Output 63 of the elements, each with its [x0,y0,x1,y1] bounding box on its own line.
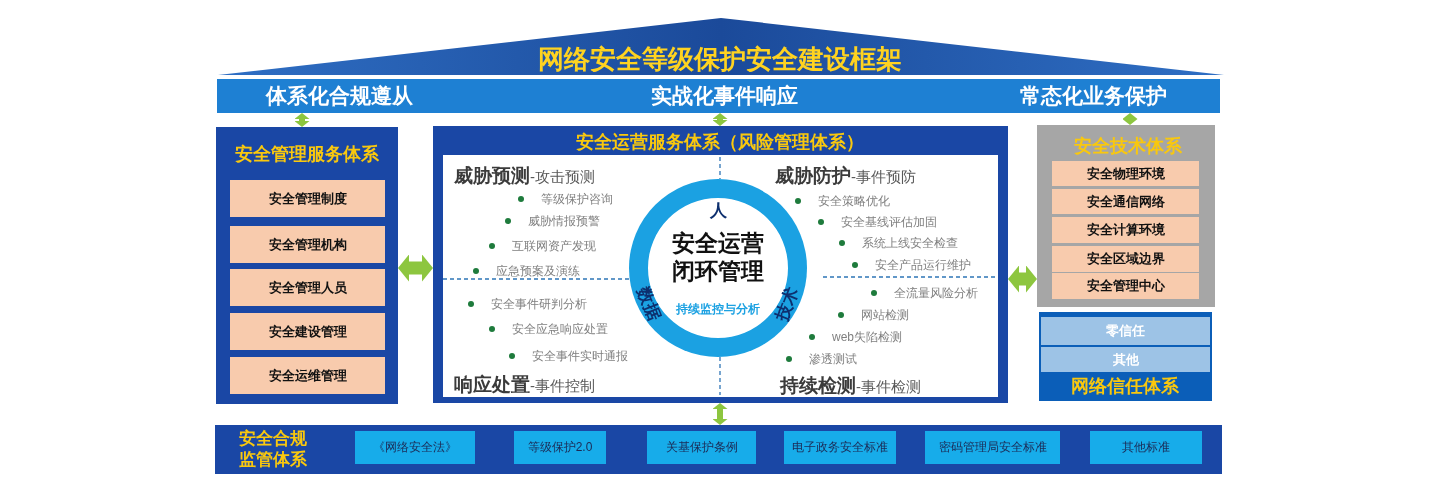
panel-title: 安全管理服务体系 [235,144,379,166]
standard-box: 《网络安全法》 [355,431,475,464]
standard-box: 电子政务安全标准 [784,431,896,464]
system-panel [216,127,398,404]
double-arrow [1122,113,1138,125]
bullet-text: 全流量风险分析 [894,285,978,301]
bullet-text: 渗透测试 [809,351,857,367]
double-arrow [294,113,310,127]
standard-box: 密码管理局安全标准 [925,431,1060,464]
item-box: 安全管理制度 [230,180,385,217]
bullet-text: 安全事件研判分析 [491,296,587,312]
ring-label: 技术 [772,284,804,324]
double-arrow [1008,265,1037,293]
item-box: 安全管理中心 [1052,273,1199,299]
panel-title: 网络信任体系 [1071,376,1179,398]
heading-band: 常态化业务保护 [986,79,1220,113]
bullet-text: 安全产品运行维护 [875,257,971,273]
double-arrow [712,113,728,126]
heading-band: 实战化事件响应 [462,79,986,113]
bullet-text: 互联网资产发现 [512,238,596,254]
item-box: 安全管理人员 [230,269,385,306]
bullet-text: 安全事件实时通报 [532,348,628,364]
bullet-text: 系统上线安全检查 [862,235,958,251]
item-box: 其他 [1041,347,1210,372]
bullet-text: 应急预案及演练 [496,263,580,279]
item-box: 安全计算环境 [1052,217,1199,243]
banner-title: 网络安全等级保护安全建设框架 [538,44,902,76]
item-box: 安全物理环境 [1052,161,1199,186]
bullet-text: 威胁情报预警 [528,213,600,229]
system-panel [1037,125,1215,307]
bullet-text: 安全应急响应处置 [512,321,608,337]
ring-label: 人 [709,200,727,222]
item-box: 零信任 [1041,317,1210,345]
item-box: 安全建设管理 [230,313,385,350]
bullet-text: 安全策略优化 [818,193,890,209]
system-panel [433,126,1008,403]
ring-title: 安全运营闭环管理 [671,229,765,285]
item-box: 安全通信网络 [1052,189,1199,214]
bullet-text: 等级保护咨询 [541,191,613,207]
double-arrow [398,254,433,282]
standard-box: 其他标准 [1090,431,1202,464]
heading-band: 体系化合规遵从 [217,79,462,113]
item-box: 安全运维管理 [230,357,385,394]
item-box: 安全区域边界 [1052,246,1199,272]
double-arrow [712,403,728,425]
ring-subtitle: 持续监控与分析 [676,301,760,317]
content-panel [443,155,998,397]
bullet-text: 网站检测 [861,307,909,323]
standard-box: 等级保护2.0 [514,431,606,464]
quadrant-heading: 威胁预测-攻击预测 [454,164,595,188]
quadrant-heading: 威胁防护-事件预防 [775,164,916,188]
ring-label: 数据 [632,284,664,324]
system-panel [1039,312,1212,401]
quadrant-heading: 持续检测-事件检测 [780,374,921,398]
panel-title: 安全技术体系 [1074,136,1182,158]
standard-box: 关基保护条例 [647,431,756,464]
compliance-band [215,425,1222,474]
panel-title: 安全运营服务体系（风险管理体系） [576,132,864,154]
bullet-text: 安全基线评估加固 [841,214,937,230]
item-box: 安全管理机构 [230,226,385,263]
quadrant-heading: 响应处置-事件控制 [454,373,595,397]
band-title: 安全合规监管体系 [238,428,308,470]
bullet-text: web失陷检测 [832,329,902,345]
